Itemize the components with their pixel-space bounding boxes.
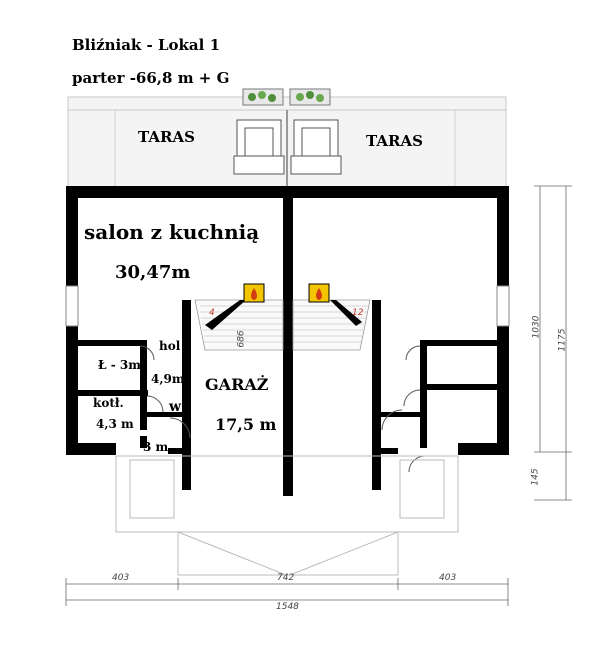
plan-title: Bliźniak - Lokal 1 — [72, 36, 221, 54]
living-room-area: 30,47m — [115, 262, 191, 283]
terrace-left-label: TARAS — [138, 128, 195, 146]
interior-walls-right — [380, 340, 497, 454]
dimension-left: 403 — [112, 573, 130, 583]
planter-icon — [242, 88, 331, 106]
dimension-side-a: 1030 — [531, 315, 542, 339]
bathroom-label: Ł - 3m — [98, 358, 141, 372]
dimension-total: 1548 — [276, 602, 299, 612]
terrace-right-label: TARAS — [366, 132, 423, 150]
dimension-side-b: 1175 — [557, 328, 568, 352]
garage-name: GARAŻ — [205, 375, 269, 394]
door-swings — [139, 345, 426, 473]
vestibule-label: 3 m — [143, 440, 169, 454]
window-left — [65, 285, 79, 327]
boiler-room-area: 4,3 m — [96, 417, 134, 431]
garage-area: 17,5 m — [215, 415, 277, 434]
fireplace-icon — [243, 283, 330, 303]
outdoor-furniture-icon — [233, 119, 342, 175]
wc-label: w — [169, 399, 182, 415]
stair-count-right: 12 — [352, 308, 364, 318]
dimension-side-c: 145 — [530, 468, 541, 486]
stair-walls — [205, 300, 362, 330]
hall-name: hol — [159, 339, 181, 353]
plan-subtitle: parter -66,8 m + G — [72, 69, 230, 87]
dimension-middle: 742 — [277, 573, 295, 583]
entrance-porch — [115, 455, 459, 576]
outer-walls — [66, 186, 509, 496]
stair-width-label: 686 — [236, 330, 247, 348]
dimension-right: 403 — [439, 573, 457, 583]
hall-area: 4,9m — [151, 372, 185, 386]
interior-walls-left — [78, 340, 188, 454]
boiler-room-name: kotł. — [93, 396, 124, 410]
window-right — [496, 285, 510, 327]
stair-count-left: 4 — [209, 308, 215, 318]
living-room-name: salon z kuchnią — [84, 220, 260, 244]
dimension-lines — [65, 185, 572, 606]
stair-treads — [200, 305, 368, 343]
